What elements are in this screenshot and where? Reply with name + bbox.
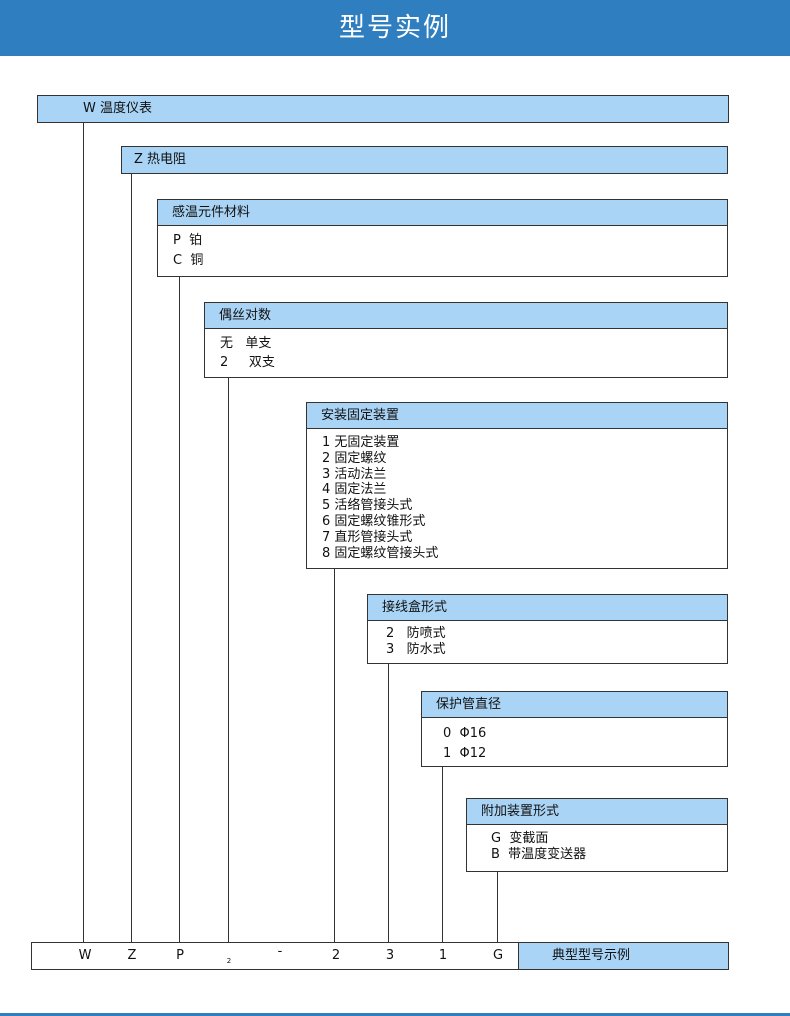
material-item: P 铂 — [173, 233, 203, 248]
material-header: 感温元件材料 — [158, 200, 727, 226]
extra-item: B 带温度变送器 — [491, 847, 587, 862]
mount-item: 1 无固定装置 — [322, 435, 400, 450]
connector-line-w — [83, 123, 84, 942]
connector-line-junction — [388, 663, 389, 942]
example-code: Z — [127, 948, 137, 963]
extra-item: G 变截面 — [491, 831, 549, 846]
junction-item: 2 防喷式 — [386, 626, 446, 641]
junction-item: 3 防水式 — [386, 642, 446, 657]
pairs-item: 2 双支 — [220, 355, 275, 370]
page-title: 型号实例 — [0, 0, 790, 56]
example-code-row: W Z P 2 - 2 3 1 G — [31, 942, 519, 970]
example-code: P — [176, 948, 184, 963]
junction-box: 接线盒形式 2 防喷式 3 防水式 — [367, 594, 728, 664]
example-code: 3 — [385, 948, 395, 963]
level-w-label: W 温度仪表 — [83, 101, 152, 116]
example-label: 典型型号示例 — [518, 942, 729, 970]
diameter-header: 保护管直径 — [422, 692, 727, 718]
pairs-box: 偶丝对数 无 单支 2 双支 — [204, 302, 728, 378]
diameter-item: 0 Φ16 — [443, 726, 487, 741]
mount-item: 2 固定螺纹 — [322, 450, 387, 466]
example-code: W — [78, 948, 92, 963]
mount-item: 5 活络管接头式 — [322, 498, 413, 514]
mount-header: 安装固定装置 — [307, 403, 727, 429]
mount-item: 7 直形管接头式 — [322, 529, 413, 545]
connector-line-pairs — [228, 377, 229, 942]
pairs-header: 偶丝对数 — [205, 303, 727, 329]
diameter-item: 1 Φ12 — [443, 746, 487, 761]
example-code: 1 — [438, 948, 448, 963]
extra-box: 附加装置形式 G 变截面 B 带温度变送器 — [466, 798, 728, 872]
diameter-box: 保护管直径 0 Φ16 1 Φ12 — [421, 691, 728, 767]
connector-line-diameter — [442, 766, 443, 942]
connector-line-extra — [497, 871, 498, 942]
level-w-bar: W 温度仪表 — [37, 95, 729, 123]
example-code: - — [277, 944, 283, 959]
connector-line-z — [131, 174, 132, 942]
mount-item: 4 固定法兰 — [322, 482, 387, 498]
level-z-label: Z 热电阻 — [134, 152, 187, 167]
bottom-divider — [0, 1013, 790, 1016]
example-code: 2 — [226, 957, 232, 965]
connector-line-material — [179, 276, 180, 942]
material-box: 感温元件材料 P 铂 C 铜 — [157, 199, 728, 277]
connector-line-mount — [334, 568, 335, 942]
level-z-bar: Z 热电阻 — [121, 146, 728, 174]
example-code: 2 — [331, 948, 341, 963]
extra-header: 附加装置形式 — [467, 799, 727, 825]
mount-item: 3 活动法兰 — [322, 466, 387, 482]
mount-item: 6 固定螺纹锥形式 — [322, 513, 426, 529]
junction-header: 接线盒形式 — [368, 595, 727, 621]
material-item: C 铜 — [173, 253, 204, 268]
mount-item: 8 固定螺纹管接头式 — [322, 545, 439, 561]
mount-box: 安装固定装置 1 无固定装置 2 固定螺纹 3 活动法兰 4 固定法兰 5 活络… — [306, 402, 728, 569]
example-code: G — [492, 948, 504, 963]
pairs-item: 无 单支 — [220, 336, 272, 351]
